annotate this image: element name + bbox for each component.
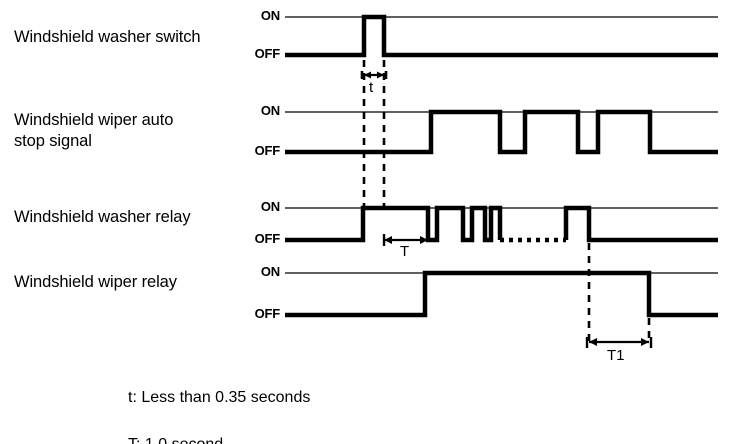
marker-label-t: t — [369, 79, 374, 96]
waveform-wiper-auto-stop-signal — [285, 109, 718, 155]
waveform-wiper-relay — [285, 270, 718, 318]
signal-trace-washer-relay-right — [563, 205, 718, 243]
row-label-wiper-relay: Windshield wiper relay — [14, 273, 177, 291]
guide-lines-T1 — [587, 243, 651, 344]
state-label-on-washer-switch: ON — [260, 8, 280, 23]
marker-label-T: T — [400, 243, 410, 260]
row-label-wiper-auto-stop-signal: Windshield wiper auto stop signal — [14, 111, 174, 151]
state-label-off-wiper-relay: OFF — [254, 306, 281, 321]
arrowhead-t-right — [377, 71, 384, 79]
state-label-off-washer-switch: OFF — [254, 46, 281, 61]
dimension-arrow-t — [360, 71, 388, 79]
state-label-on-wiper-relay: ON — [260, 264, 280, 279]
dimension-arrow-T — [382, 234, 428, 246]
state-label-off-wiper-auto-stop-signal: OFF — [254, 143, 281, 158]
waveform-washer-switch — [285, 14, 718, 58]
signal-trace-wiper-relay — [285, 270, 718, 318]
legend-line-T: T: 1.0 second — [128, 433, 310, 444]
row-label-washer-switch: Windshield washer switch — [14, 28, 201, 46]
marker-label-T1: T1 — [607, 347, 625, 364]
row-label-washer-relay: Windshield washer relay — [14, 208, 191, 226]
arrowhead-T1-right — [641, 338, 649, 346]
arrowhead-t-left — [364, 71, 371, 79]
signal-trace-washer-relay-left — [285, 205, 503, 243]
state-label-on-washer-relay: ON — [260, 199, 280, 214]
state-label-on-wiper-auto-stop-signal: ON — [260, 103, 280, 118]
signal-trace-washer-switch — [285, 14, 718, 58]
arrowhead-T-left — [384, 236, 392, 244]
arrowhead-T1-left — [589, 338, 597, 346]
state-label-off-washer-relay: OFF — [254, 231, 281, 246]
legend-timing-definitions: t: Less than 0.35 seconds T: 1.0 second … — [128, 363, 310, 444]
legend-line-t: t: Less than 0.35 seconds — [128, 389, 311, 407]
guide-lines-t — [362, 60, 386, 212]
dimension-arrow-T1 — [585, 337, 653, 348]
waveform-washer-relay — [285, 205, 718, 243]
signal-trace-wiper-auto-stop-signal — [285, 109, 718, 155]
arrowhead-T-right — [420, 236, 428, 244]
